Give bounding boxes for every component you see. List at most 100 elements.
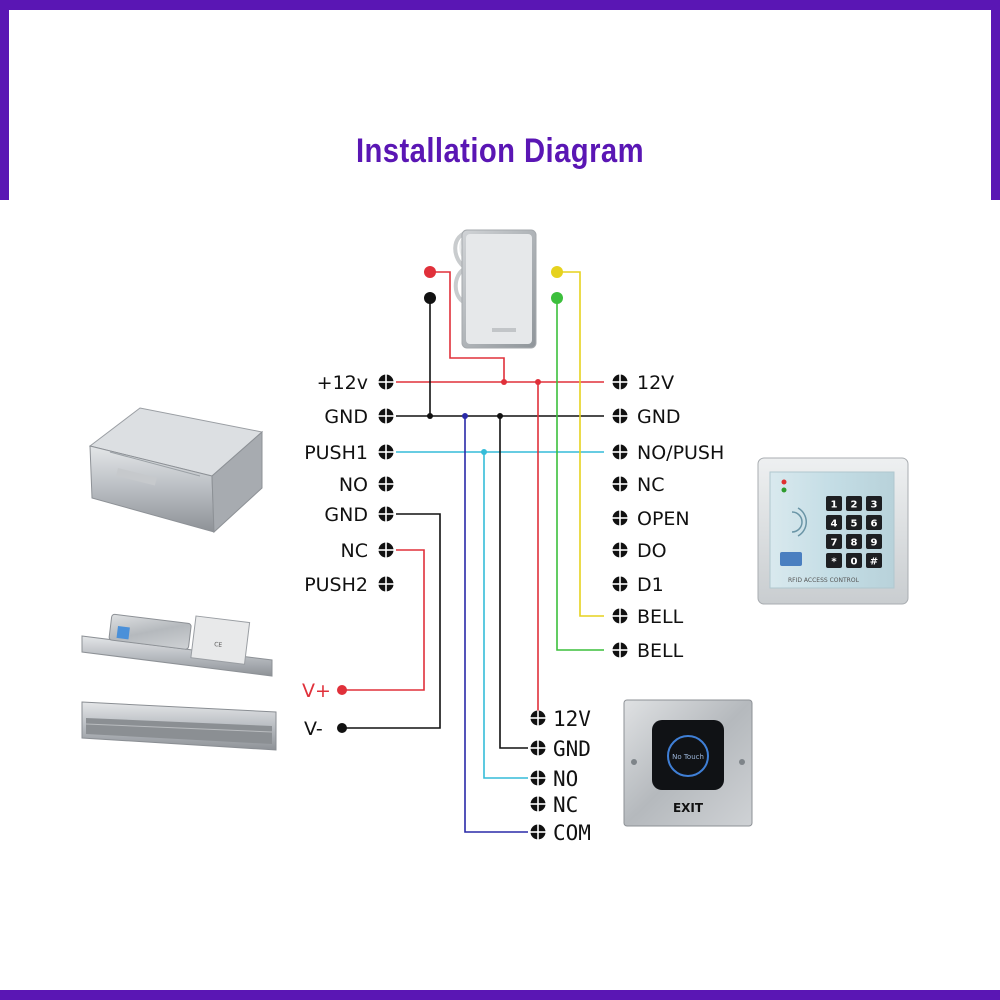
keypad-terminal-label: NC [637,474,664,496]
terminal-screw-icon [612,374,628,390]
keypad-key: # [866,553,882,568]
svg-text:3: 3 [871,500,878,511]
ps-terminal-label: PUSH1 [304,442,368,464]
terminal-screw-icon [530,796,546,812]
svg-text:4: 4 [831,519,838,530]
keypad-terminal-label: 12V [637,372,674,394]
terminal-screw-icon [378,374,394,390]
terminal-screw-icon [612,444,628,460]
keypad-key: 4 [826,515,842,530]
terminal-screw-icon [612,576,628,592]
lock-terminal-vminus-dot [337,723,347,733]
keypad-key: 9 [866,534,882,549]
terminal-screw-icon [530,770,546,786]
lock-terminal-vminus: V- [304,718,323,740]
terminal-screw-icon [612,476,628,492]
keypad-key: 7 [826,534,842,549]
terminal-screw-icon [378,444,394,460]
frame-top-bar [0,0,1000,10]
exit-terminal-label: 12V [553,707,591,731]
lock-terminals: V+ V- [302,680,347,740]
keypad-key: 3 [866,496,882,511]
terminal-screw-icon [378,542,394,558]
terminal-screw-icon [530,710,546,726]
black-dot [424,292,436,304]
wire-junctions [427,379,541,455]
wire-yellow-bell [557,271,604,617]
svg-text:*: * [831,557,837,568]
bolt-lock-device: CE [81,613,273,677]
keypad-terminal-label: DO [637,540,667,562]
exit-sensor-text: No Touch [672,753,704,761]
ps-terminal-label: GND [324,504,368,526]
wire-red-bell [430,271,505,382]
terminal-screw-icon [378,476,394,492]
power-supply-device [88,407,264,534]
terminal-screw-icon [378,506,394,522]
exit-label: EXIT [673,801,704,815]
lock-terminal-vplus-dot [337,685,347,695]
terminal-screw-icon [378,576,394,592]
wire-blue-exit [464,416,528,833]
red-dot [424,266,436,278]
page-title: Installation Diagram [355,132,645,170]
keypad-terminal-label: BELL [637,606,684,628]
keypad-key: 1 [826,496,842,511]
keypad-terminal-label: D1 [637,574,664,596]
terminal-screw-icon [378,408,394,424]
bell-wire-dots [424,266,563,304]
keypad-terminal-label: BELL [637,640,684,662]
exit-terminal-label: GND [553,737,591,761]
keypad-terminal-label: NO/PUSH [637,442,724,464]
keypad-key: 5 [846,515,862,530]
keypad-terminal-label: OPEN [637,508,690,530]
svg-text:2: 2 [851,500,858,511]
green-dot [551,292,563,304]
terminal-screw-icon [612,408,628,424]
svg-text:5: 5 [851,519,858,530]
keypad-key: 8 [846,534,862,549]
ps-terminal-label: +12v [317,372,368,394]
yellow-dot [551,266,563,278]
svg-text:1: 1 [831,500,838,511]
keypad-footer-text: RFID ACCESS CONTROL [788,577,860,584]
terminal-screw-icon [612,510,628,526]
wire-red-lock [346,549,425,691]
frame-right-bar [991,0,1000,200]
exit-terminal-label: COM [553,821,591,845]
wire-cyan-exit [483,452,528,779]
terminal-screw-icon [612,608,628,624]
exit-terminal-label: NC [553,793,578,817]
wire-green-bell [556,298,604,651]
svg-text:CE: CE [214,641,223,649]
keypad-key: 0 [846,553,862,568]
ps-terminal-label: PUSH2 [304,574,368,596]
keypad-key: * [826,553,842,568]
svg-text:6: 6 [871,519,878,530]
wire-black-exit [499,416,528,749]
magnetic-lock-device [81,701,277,751]
frame-left-bar [0,0,9,200]
ps-terminal-label: NC [341,540,368,562]
svg-text:#: # [870,557,878,568]
terminal-screw-icon [530,740,546,756]
ps-terminal-label: GND [324,406,368,428]
svg-text:0: 0 [851,557,858,568]
svg-text:9: 9 [871,538,878,549]
exit-button-device: No Touch EXIT [623,699,753,827]
svg-text:7: 7 [831,538,838,549]
keypad-terminal-label: GND [637,406,681,428]
terminal-screw-icon [612,542,628,558]
ps-terminal-label: NO [339,474,368,496]
wire-black-lock [346,513,441,729]
keypad-key: 2 [846,496,862,511]
lock-terminal-vplus: V+ [302,680,331,702]
exit-terminal-label: NO [553,767,578,791]
terminal-screw-icon [612,642,628,658]
wires [346,271,604,833]
